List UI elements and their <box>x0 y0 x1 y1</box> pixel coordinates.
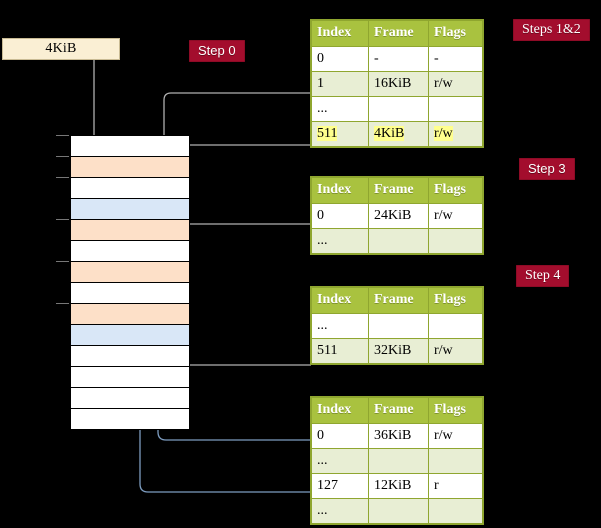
memory-row <box>70 135 190 157</box>
memory-column <box>56 135 190 430</box>
table-cell-frame: 4KiB <box>368 121 429 147</box>
highlighted-value: 4KiB <box>374 125 405 141</box>
table-cell-index: ... <box>311 228 369 254</box>
table-cell-frame: 24KiB <box>368 203 429 229</box>
badge-step-3: Step 3 <box>519 158 575 180</box>
memory-row-tick <box>56 261 69 262</box>
table-header-frame: Frame <box>368 397 429 424</box>
table-header-flags: Flags <box>428 20 483 47</box>
table-header-index: Index <box>311 397 369 424</box>
table-cell-flags <box>428 498 483 524</box>
memory-row <box>70 366 190 388</box>
memory-row-tick <box>56 135 69 136</box>
table-cell-flags <box>428 96 483 122</box>
table-cell-index: 0 <box>311 46 369 72</box>
table-cell-index: ... <box>311 498 369 524</box>
table-cell-frame <box>368 313 429 339</box>
table-cell-flags <box>428 228 483 254</box>
table-header-index: Index <box>311 177 369 204</box>
memory-row <box>70 240 190 262</box>
memory-row <box>70 177 190 199</box>
table-cell-index: 127 <box>311 473 369 499</box>
table-cell-frame <box>368 448 429 474</box>
table-header-frame: Frame <box>368 177 429 204</box>
table-header-frame: Frame <box>368 20 429 47</box>
memory-row-tick <box>56 219 69 220</box>
table-row: ... <box>311 228 483 254</box>
table-cell-flags: r/w <box>428 71 483 97</box>
table-header-index: Index <box>311 20 369 47</box>
table-cell-frame: 12KiB <box>368 473 429 499</box>
table-cell-flags <box>428 313 483 339</box>
memory-row <box>70 156 190 178</box>
memory-row <box>70 282 190 304</box>
badge-steps-1-2: Steps 1&2 <box>513 19 590 41</box>
highlighted-value: 511 <box>317 125 338 141</box>
table-row: ... <box>311 448 483 474</box>
badge-step-4: Step 4 <box>516 265 570 287</box>
memory-row-tick <box>56 156 69 157</box>
table-cell-flags: - <box>428 46 483 72</box>
memory-row <box>70 387 190 409</box>
highlighted-value: r/w <box>434 125 453 141</box>
table-cell-index: ... <box>311 96 369 122</box>
table-cell-index: 511 <box>311 338 369 364</box>
table-cell-index: 511 <box>311 121 369 147</box>
table-cell-flags <box>428 448 483 474</box>
table-cell-frame: 32KiB <box>368 338 429 364</box>
table-cell-flags: r <box>428 473 483 499</box>
table-cell-frame <box>368 96 429 122</box>
table-cell-flags: r/w <box>428 203 483 229</box>
table-header-frame: Frame <box>368 287 429 314</box>
table-cell-frame: - <box>368 46 429 72</box>
frame-box-4kib: 4KiB <box>2 38 120 60</box>
table-row: 0-- <box>311 46 483 72</box>
memory-row <box>70 324 190 346</box>
table-cell-index: 0 <box>311 423 369 449</box>
table-cell-flags: r/w <box>428 121 483 147</box>
memory-row <box>70 261 190 283</box>
memory-row <box>70 408 190 430</box>
table-row: ... <box>311 498 483 524</box>
table-header-flags: Flags <box>428 177 483 204</box>
memory-row-tick <box>56 303 69 304</box>
memory-row <box>70 345 190 367</box>
table-cell-flags: r/w <box>428 423 483 449</box>
wire-low-table-row511 <box>178 312 311 366</box>
memory-row-tick <box>56 177 69 178</box>
memory-row <box>70 219 190 241</box>
table-row: 511 4KiB r/w <box>311 121 483 147</box>
table-row: ... <box>311 313 483 339</box>
table-cell-index: ... <box>311 448 369 474</box>
table-cell-flags: r/w <box>428 338 483 364</box>
table-cell-frame: 36KiB <box>368 423 429 449</box>
badge-step-0: Step 0 <box>189 40 245 62</box>
table-row: ... <box>311 96 483 122</box>
table-header-flags: Flags <box>428 287 483 314</box>
wire-mid-table-row0 <box>178 223 311 287</box>
memory-row <box>70 198 190 220</box>
memory-row <box>70 303 190 325</box>
table-cell-index: 0 <box>311 203 369 229</box>
table-cell-frame <box>368 228 429 254</box>
table-header-flags: Flags <box>428 397 483 424</box>
table-cell-index: 1 <box>311 71 369 97</box>
table-cell-frame <box>368 498 429 524</box>
table-cell-index: ... <box>311 313 369 339</box>
table-cell-frame: 16KiB <box>368 71 429 97</box>
table-header-index: Index <box>311 287 369 314</box>
